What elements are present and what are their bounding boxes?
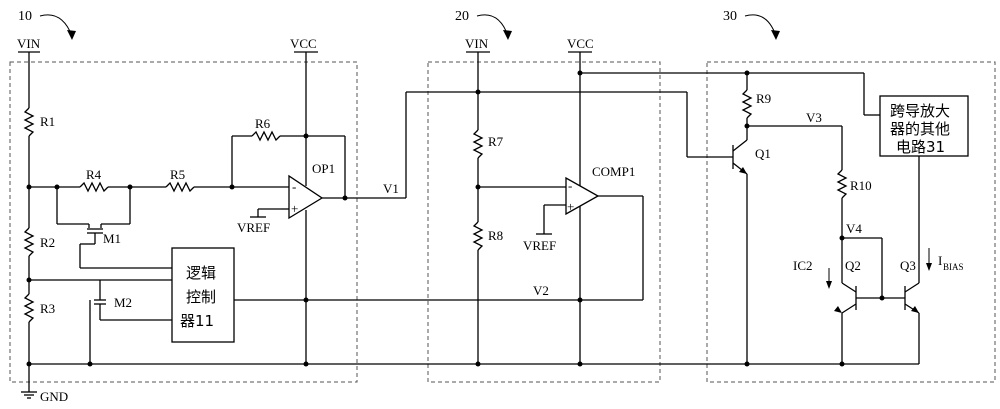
- block-20-border: [427, 61, 661, 383]
- v4-label: V4: [846, 221, 862, 236]
- comp1-minus: -: [568, 178, 572, 193]
- ibias-label-main: I: [938, 253, 942, 268]
- block-30-wiring: [732, 89, 969, 365]
- r4-label: R4: [86, 167, 102, 182]
- block-30-arrow: [744, 14, 777, 37]
- r1-label: R1: [40, 114, 55, 129]
- block-10-arrowhead: [67, 30, 76, 40]
- vref1-label: VREF: [237, 220, 270, 235]
- vin-label-2: VIN: [465, 36, 489, 51]
- amp-other-circuit-box: [879, 95, 969, 157]
- r7-label: R7: [488, 134, 504, 149]
- amp-text-2: 器的其他: [890, 120, 950, 138]
- block-30-border: [706, 61, 996, 383]
- ibias-label-sub: BIAS: [943, 262, 964, 272]
- amp-text-1: 跨导放大: [890, 102, 950, 120]
- gnd-label: GND: [40, 389, 68, 404]
- vcc-label-2: VCC: [567, 36, 594, 51]
- r5-label: R5: [170, 167, 185, 182]
- block-20-wiring: [405, 51, 880, 364]
- comp1-plus: +: [567, 199, 574, 214]
- r6-label: R6: [255, 116, 271, 131]
- block-30-arrowhead: [771, 30, 780, 40]
- q2-label: Q2: [845, 258, 861, 273]
- block-20-arrowhead: [503, 30, 512, 40]
- r9-label: R9: [756, 91, 771, 106]
- r2-label: R2: [40, 235, 55, 250]
- block-20-arrow: [476, 14, 509, 37]
- logic-text-2: 控制: [186, 288, 216, 306]
- logic-text-1: 逻辑: [186, 264, 216, 282]
- comp1-label: COMP1: [592, 164, 635, 179]
- m1-label: M1: [103, 231, 121, 246]
- m2-label: M2: [114, 295, 132, 310]
- r10-label: R10: [850, 178, 872, 193]
- logic-controller-box: [171, 247, 235, 343]
- logic-text-3: 器11: [180, 312, 214, 330]
- op1-label: OP1: [312, 161, 335, 176]
- block-20-label: 20: [455, 9, 469, 24]
- q3-label: Q3: [900, 258, 916, 273]
- block-10-border: [9, 61, 358, 383]
- op1-plus: +: [291, 201, 298, 216]
- r8-label: R8: [488, 228, 503, 243]
- v3-label: V3: [806, 110, 822, 125]
- vcc-label-1: VCC: [290, 36, 317, 51]
- block-10-arrow: [39, 14, 73, 37]
- v1-label: V1: [383, 181, 399, 196]
- op1-minus: -: [292, 179, 296, 194]
- block-10-wiring: [18, 51, 886, 399]
- amp-text-3: 电路31: [896, 138, 945, 156]
- ic2-label: IC2: [793, 258, 813, 273]
- v2-label: V2: [533, 283, 549, 298]
- vref2-label: VREF: [523, 238, 556, 253]
- vin-label-1: VIN: [17, 36, 41, 51]
- q1-label: Q1: [755, 146, 771, 161]
- block-30-label: 30: [723, 9, 737, 24]
- block-10-label: 10: [18, 9, 32, 24]
- r3-label: R3: [40, 301, 55, 316]
